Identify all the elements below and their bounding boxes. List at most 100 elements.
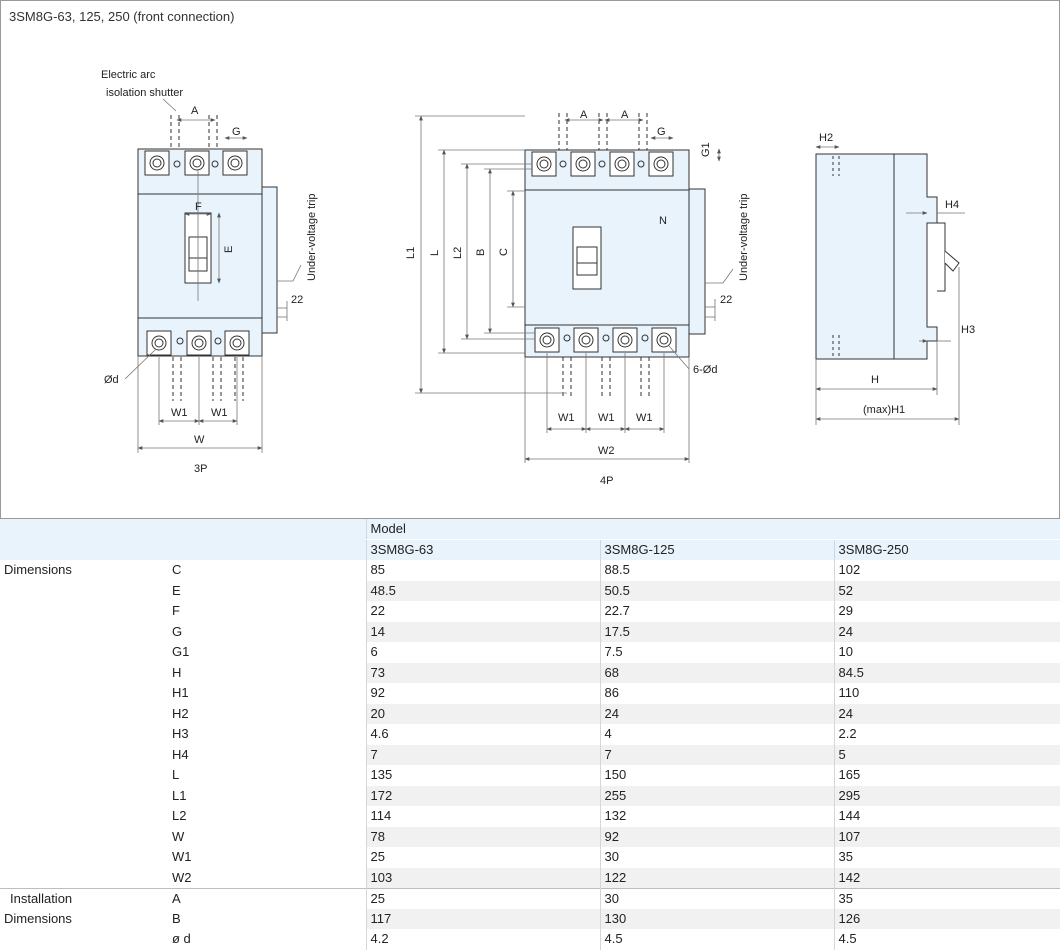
value-cell: 29 (833, 601, 1060, 622)
label-4p-g1: G1 (700, 142, 712, 157)
value-cell: 84.5 (833, 662, 1060, 683)
param-label: E (172, 582, 181, 598)
label-3p-under-voltage: Under-voltage trip (306, 194, 318, 281)
param-label: L1 (172, 787, 187, 803)
value-cell: 24 (833, 621, 1060, 642)
value-cell: 85 (365, 560, 600, 581)
param-label: ø d (172, 931, 191, 947)
value-cell: 24 (833, 703, 1060, 724)
label-3p-g: G (232, 126, 241, 138)
value-cell: 25 (365, 887, 600, 909)
drawing-title: 3SM8G-63, 125, 250 (front connection) (9, 9, 235, 24)
label-arc-shutter-2: isolation shutter (106, 87, 183, 99)
label-4p-n: N (659, 215, 667, 227)
value-cell: 7.5 (599, 642, 834, 663)
label-4p-l: L (429, 250, 441, 256)
label-3p-22: 22 (291, 294, 303, 306)
value-cell: 24 (599, 703, 834, 724)
value-cell: 130 (599, 908, 834, 929)
param-label: F (172, 603, 180, 619)
value-cell: 4.2 (365, 929, 600, 950)
view-side-dimensions (815, 145, 965, 425)
value-cell: 20 (365, 703, 600, 724)
value-cell: 103 (365, 867, 600, 888)
label-side-h: H (871, 374, 879, 386)
value-cell: 86 (599, 683, 834, 704)
param-label: W (172, 828, 185, 844)
value-cell: 30 (599, 887, 834, 909)
value-cell: 144 (833, 806, 1060, 827)
label-4p-a-2: A (621, 109, 629, 121)
param-label: W1 (172, 849, 192, 865)
label-arc-shutter-1: Electric arc (101, 69, 156, 81)
label-4p-l1: L1 (405, 247, 417, 259)
value-cell: 52 (833, 580, 1060, 601)
table-header-model-row: Model (0, 519, 1060, 540)
param-label: B (172, 910, 181, 926)
label-4p-b: B (475, 249, 487, 256)
label-side-h4: H4 (945, 199, 959, 211)
value-cell: 4 (599, 724, 834, 745)
value-cell: 165 (833, 765, 1060, 786)
param-label: H1 (172, 685, 189, 701)
value-cell: 30 (599, 847, 834, 868)
value-cell: 107 (833, 826, 1060, 847)
value-cell: 117 (365, 908, 600, 929)
value-cell: 14 (365, 621, 600, 642)
value-cell: 22 (365, 601, 600, 622)
group-label: Dimensions (4, 562, 72, 578)
value-cell: 2.2 (833, 724, 1060, 745)
value-cell: 4.5 (599, 929, 834, 950)
value-cell: 135 (365, 765, 600, 786)
value-cell: 110 (833, 683, 1060, 704)
label-side-h3: H3 (961, 324, 975, 336)
value-cell: 48.5 (365, 580, 600, 601)
label-4p-6d: 6-Ød (693, 364, 717, 376)
param-label: H3 (172, 726, 189, 742)
dimension-drawing-panel: 3SM8G-63, 125, 250 (front connection) (0, 0, 1060, 519)
table-header-model-name: 3SM8G-250 (833, 539, 1060, 560)
view-3p-dimensions (124, 98, 302, 453)
value-cell: 5 (833, 744, 1060, 765)
label-3p-w: W (194, 434, 205, 446)
label-3p-d: Ød (104, 374, 119, 386)
value-cell: 150 (599, 765, 834, 786)
table-header-model-name: 3SM8G-63 (365, 539, 600, 560)
param-label: G1 (172, 644, 190, 660)
label-side-h1: (max)H1 (863, 404, 905, 416)
value-cell: 295 (833, 785, 1060, 806)
view-3p-breaker (137, 115, 278, 401)
table-header-models-row: 3SM8G-63 3SM8G-125 3SM8G-250 (0, 539, 1060, 560)
label-4p-view: 4P (600, 475, 613, 487)
label-4p-w1-b: W1 (598, 412, 615, 424)
view-side-breaker (815, 153, 960, 360)
value-cell: 142 (833, 867, 1060, 888)
param-label: H2 (172, 705, 189, 721)
label-4p-w1-c: W1 (636, 412, 653, 424)
dimension-drawing: Electric arc isolation shutter A G F E U… (101, 69, 975, 487)
drawing-labels: Electric arc isolation shutter A G F E U… (101, 69, 975, 487)
value-cell: 172 (365, 785, 600, 806)
value-cell: 10 (833, 642, 1060, 663)
label-4p-l2: L2 (452, 247, 464, 259)
param-label: C (172, 562, 182, 578)
value-cell: 92 (599, 826, 834, 847)
value-cell: 88.5 (599, 560, 834, 581)
value-cell: 102 (833, 560, 1060, 581)
label-3p-a: A (191, 105, 199, 117)
value-cell: 68 (599, 662, 834, 683)
